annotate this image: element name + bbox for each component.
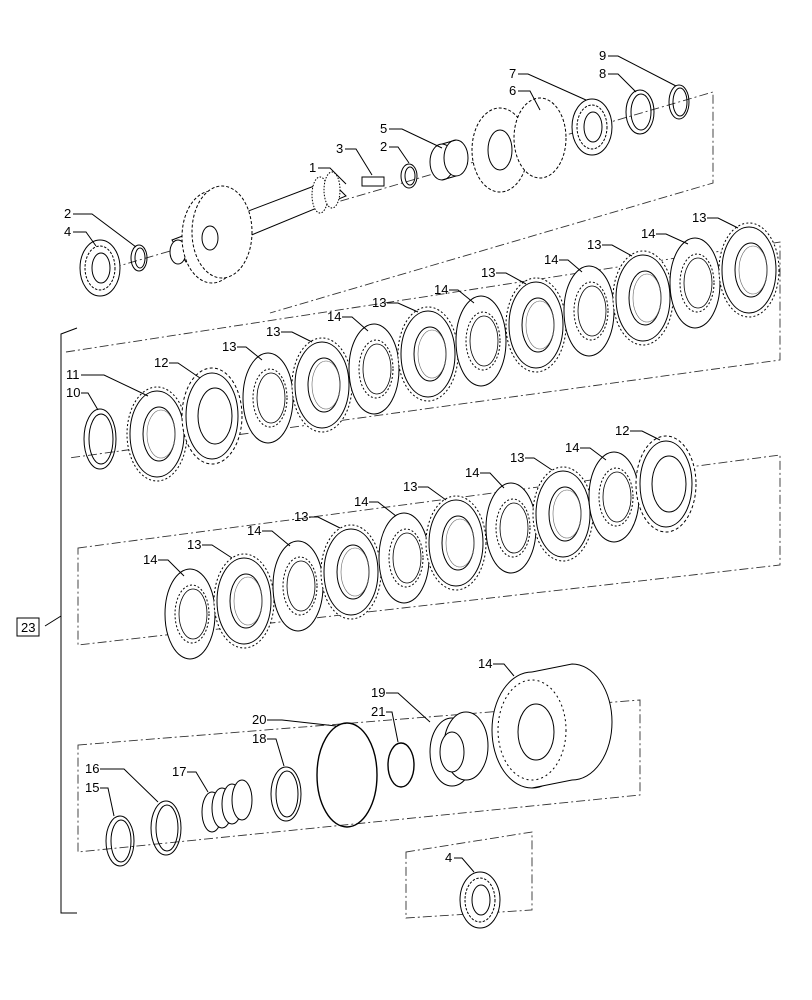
callout-2: 2 — [380, 139, 387, 154]
callout-11: 11 — [66, 367, 80, 382]
callout-19: 18 — [252, 731, 266, 746]
callout-13: 13 — [587, 237, 601, 252]
callout-21: 20 — [252, 712, 266, 727]
clutch-row-2 — [164, 435, 697, 660]
callout-12: 12 — [615, 423, 629, 438]
callout-2: 2 — [64, 206, 71, 221]
group-label: 23 — [21, 620, 35, 635]
bearing-4 — [79, 239, 121, 297]
callout-16: 15 — [85, 780, 99, 795]
callout-14: 14 — [354, 494, 368, 509]
callout-13: 13 — [266, 324, 280, 339]
callout-5: 5 — [380, 121, 387, 136]
callout-20: 19 — [371, 685, 385, 700]
callout-14: 14 — [434, 282, 448, 297]
callouts: 1 2 2 3 4 4 5 6 7 8 9 10 11 12 12 13 13 … — [64, 48, 739, 873]
callout-14: 14 — [565, 440, 579, 455]
callout-10: 10 — [66, 385, 80, 400]
callout-7: 7 — [509, 66, 516, 81]
callout-13: 13 — [372, 295, 386, 310]
lower-components — [105, 663, 613, 929]
callout-12: 12 — [154, 355, 168, 370]
callout-14: 14 — [641, 226, 655, 241]
callout-15: 14 — [478, 656, 492, 671]
callout-4: 4 — [445, 850, 452, 865]
callout-4: 4 — [64, 224, 71, 239]
callout-9: 9 — [599, 48, 606, 63]
callout-22: 21 — [371, 704, 385, 719]
callout-13: 13 — [510, 450, 524, 465]
callout-8: 8 — [599, 66, 606, 81]
callout-14: 14 — [247, 523, 261, 538]
callout-13: 13 — [403, 479, 417, 494]
shaft-assembly — [79, 84, 690, 297]
callout-18: 17 — [172, 764, 186, 779]
callout-13: 13 — [481, 265, 495, 280]
callout-14: 14 — [465, 465, 479, 480]
callout-13: 13 — [692, 210, 706, 225]
callout-14: 14 — [544, 252, 558, 267]
callout-1: 1 — [309, 160, 316, 175]
group-bracket: 23 — [16, 327, 78, 914]
callout-13: 13 — [294, 509, 308, 524]
callout-6: 6 — [509, 83, 516, 98]
callout-3: 3 — [336, 141, 343, 156]
callout-14: 13 — [222, 339, 236, 354]
callout-14: 14 — [327, 309, 341, 324]
callout-17: 16 — [85, 761, 99, 776]
callout-13: 13 — [187, 537, 201, 552]
callout-14: 14 — [143, 552, 157, 567]
